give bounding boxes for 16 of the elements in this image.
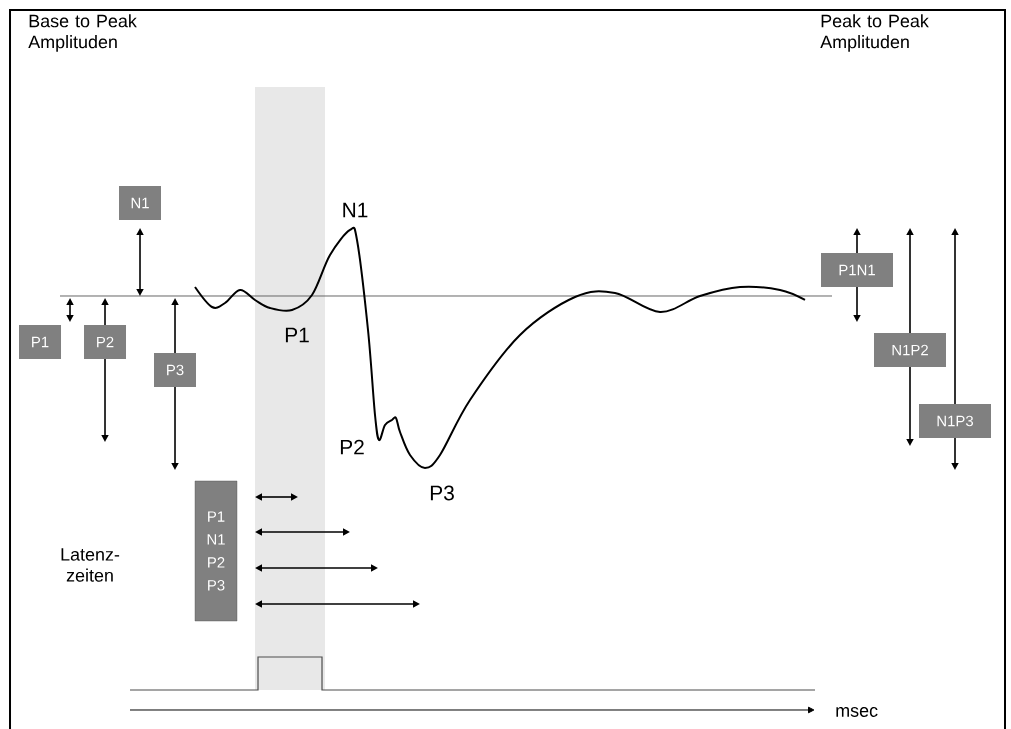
- label-box: P3: [154, 353, 196, 387]
- label-box: P2: [84, 325, 126, 359]
- heading: Base to Peak Amplituden: [28, 14, 137, 52]
- heading: Peak to Peak Amplituden: [820, 14, 929, 52]
- label-box: P1: [19, 325, 61, 359]
- latency-label-box: P1 N1 P2 P3: [194, 480, 238, 622]
- peak-label: P3: [430, 485, 454, 501]
- label-box: N1P2: [874, 333, 946, 367]
- peak-label: N1: [343, 202, 368, 218]
- label-box: N1P3: [919, 404, 991, 438]
- label-box: P1N1: [821, 253, 893, 287]
- axis-label: msec: [836, 707, 878, 717]
- peak-label: P2: [340, 439, 364, 455]
- side-label: Latenz- zeiten: [61, 548, 120, 582]
- label-box: N1: [119, 186, 161, 220]
- peak-label: P1: [285, 327, 309, 343]
